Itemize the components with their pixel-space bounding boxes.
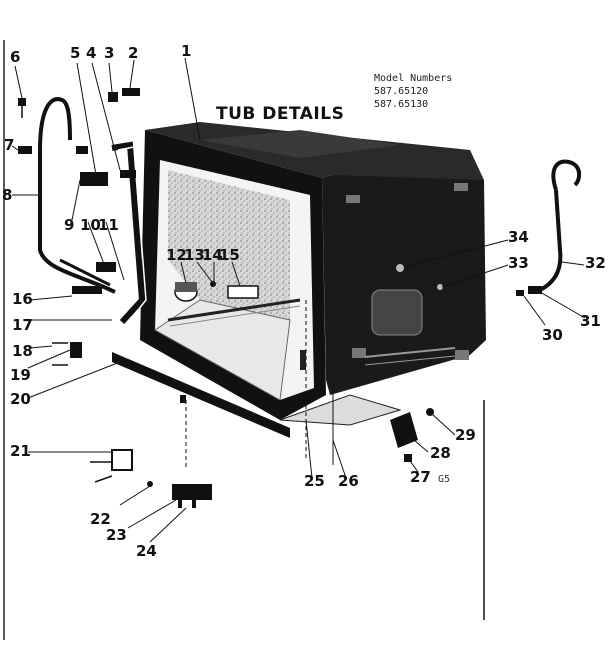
callout-4: 4 xyxy=(86,44,96,62)
model-number-1: 587.65120 xyxy=(374,86,429,97)
callout-6: 6 xyxy=(10,48,20,66)
model-numbers-label: Model Numbers xyxy=(374,73,453,84)
callout-21: 21 xyxy=(10,442,31,460)
callout-15: 15 xyxy=(219,246,240,264)
callout-30: 30 xyxy=(542,326,563,344)
left-hose xyxy=(38,97,116,294)
callout-13: 13 xyxy=(184,246,205,264)
callout-32: 32 xyxy=(585,254,606,272)
callout-24: 24 xyxy=(136,542,157,560)
callout-3: 3 xyxy=(104,44,114,62)
callout-8: 8 xyxy=(2,186,12,204)
callout-5: 5 xyxy=(70,44,80,62)
callout-34: 34 xyxy=(508,228,529,246)
drawing-code: G5 xyxy=(438,474,451,485)
model-numbers: Model Numbers 587.65120 587.65130 xyxy=(374,72,452,111)
callout-17: 17 xyxy=(12,316,33,334)
callout-23: 23 xyxy=(106,526,127,544)
callout-2: 2 xyxy=(128,44,138,62)
callout-1: 1 xyxy=(181,42,191,60)
callout-19: 19 xyxy=(10,366,31,384)
callout-10: 10 xyxy=(80,216,101,234)
callout-20: 20 xyxy=(10,390,31,408)
callout-33: 33 xyxy=(508,254,529,272)
callout-25: 25 xyxy=(304,472,325,490)
tub-body xyxy=(145,122,486,395)
callout-16: 16 xyxy=(12,290,33,308)
door-gasket xyxy=(111,141,147,325)
hardware-lower-left xyxy=(52,342,290,508)
callout-9: 9 xyxy=(64,216,74,234)
callout-11: 11 xyxy=(98,216,119,234)
hardware-lower-right xyxy=(279,300,485,620)
callout-27: 27 xyxy=(410,468,431,486)
callout-12: 12 xyxy=(166,246,187,264)
callout-28: 28 xyxy=(430,444,451,462)
callout-22: 22 xyxy=(90,510,111,528)
tub-front-frame xyxy=(140,130,326,420)
callout-7: 7 xyxy=(4,136,14,154)
right-hook xyxy=(516,159,582,296)
callout-18: 18 xyxy=(12,342,33,360)
inner-parts xyxy=(174,281,259,302)
leader-lines xyxy=(11,57,586,543)
hardware-top-left xyxy=(18,88,140,294)
diagram-title: TUB DETAILS xyxy=(216,104,345,124)
callout-31: 31 xyxy=(580,312,601,330)
callout-14: 14 xyxy=(202,246,223,264)
callout-26: 26 xyxy=(338,472,359,490)
model-number-2: 587.65130 xyxy=(374,99,429,110)
callout-29: 29 xyxy=(455,426,476,444)
